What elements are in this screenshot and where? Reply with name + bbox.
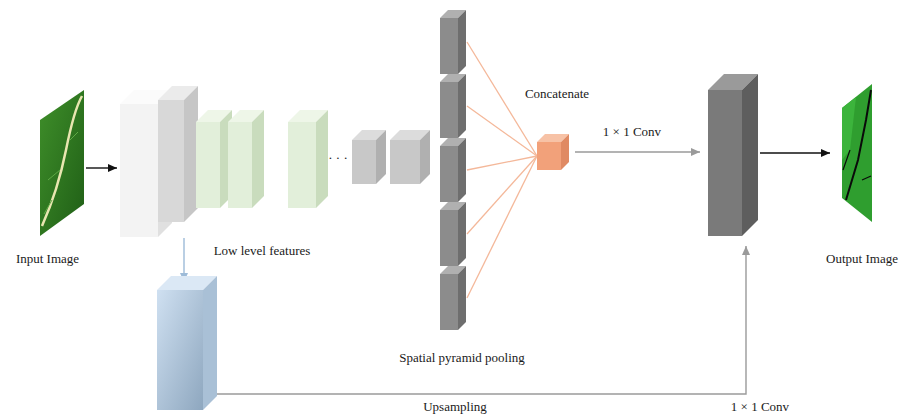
block-front <box>537 142 561 170</box>
operation-label: Upsampling <box>423 399 487 414</box>
output-leaf <box>842 84 872 222</box>
block-front <box>120 104 158 237</box>
input-leaf <box>40 90 84 236</box>
block-front <box>390 140 420 184</box>
block-front <box>440 82 458 138</box>
concatenate-block: Concatenate <box>517 86 597 172</box>
node-caption: Input Image <box>16 251 79 266</box>
block-side <box>376 130 386 184</box>
block-side <box>458 202 466 266</box>
block-front <box>157 290 203 410</box>
block-side <box>316 110 328 208</box>
node-caption: Output Image <box>826 251 898 266</box>
block-side <box>458 266 466 330</box>
block-front <box>158 100 184 222</box>
block-front <box>196 122 220 208</box>
block-side <box>420 130 430 184</box>
block-front <box>352 140 376 184</box>
feature-blocks <box>120 10 758 410</box>
feature-label: Low level features <box>214 243 311 258</box>
block-side <box>203 276 217 410</box>
conv-arrow <box>575 151 700 152</box>
block-side <box>458 74 466 138</box>
ellipsis: · · · <box>328 150 348 165</box>
block-side <box>458 138 466 202</box>
module-label: Spatial pyramid pooling <box>399 350 525 365</box>
fan-line <box>467 156 537 298</box>
fan-line <box>467 106 537 156</box>
input-image: Input Image <box>0 86 95 266</box>
output-image: Output Image <box>818 78 906 266</box>
spp-fan-lines <box>467 42 537 298</box>
output-arrow <box>760 152 830 153</box>
skip-arrow <box>204 246 746 394</box>
block-front <box>440 18 458 74</box>
block-front <box>288 122 316 208</box>
block-front <box>440 146 458 202</box>
block-side <box>561 134 569 170</box>
operation-label: 1 × 1 Conv <box>731 399 789 414</box>
block-side <box>458 10 466 74</box>
block-front <box>440 274 458 330</box>
node-caption: Concatenate <box>525 86 589 101</box>
block-side <box>184 86 198 222</box>
block-front <box>440 210 458 266</box>
block-side <box>252 110 264 208</box>
block-side <box>742 74 758 236</box>
block-front <box>228 122 252 208</box>
input-arrow <box>86 167 117 168</box>
block-front <box>708 90 742 236</box>
operation-label: 1 × 1 Conv <box>603 124 661 139</box>
low-level-arrow <box>183 238 184 282</box>
fan-line <box>467 156 537 234</box>
